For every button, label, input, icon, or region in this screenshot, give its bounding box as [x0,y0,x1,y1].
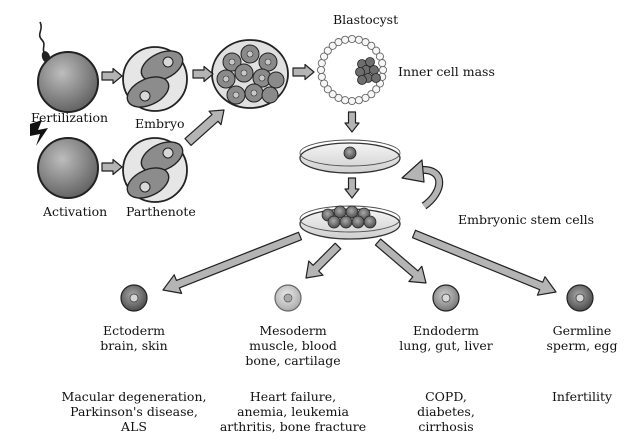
ectoderm-diseases: Macular degeneration, Parkinson's diseas… [61,389,207,434]
lightning-bolt-icon [30,120,48,146]
trophoblast-cell [341,96,350,105]
ectoderm-tissues: brain, skin [100,338,168,353]
trophoblast-cell [367,41,376,50]
blastocyst [316,34,388,106]
arrow-fertilization-to-embryo [101,67,123,85]
inner-cell-mass-cluster [355,57,381,85]
trophoblast-cell [320,52,329,61]
trophoblast-cell [323,46,332,55]
trophoblast-cell [341,35,350,44]
arrow-embryo-to-morula [192,65,214,83]
germline-tissues: sperm, egg [546,338,618,353]
trophoblast-cell [361,93,370,102]
parthenote-two-cell [122,137,188,203]
culture-dish-inner-cell-mass [299,139,401,174]
trophoblast-cell [375,52,384,61]
ectoderm-name: Ectoderm [103,323,165,338]
label-embryo: Embryo [135,116,185,131]
trophoblast-cell [354,96,363,105]
trophoblast-cell [372,85,381,94]
mesoderm-name: Mesoderm [259,323,327,338]
arrow-dish-to-dish [344,177,360,199]
trophoblast-cell [378,65,388,75]
arrow-parthenote-to-morula [184,109,225,146]
embryo-two-cell [122,46,188,112]
self-renewal-arrow [401,159,444,210]
trophoblast-cell [347,34,357,44]
endoderm-name: Endoderm [413,323,479,338]
arrow-to-germline [411,229,557,296]
mesoderm-diseases: Heart failure, anemia, leukemia arthriti… [219,389,367,434]
arrow-to-ectoderm [162,231,303,294]
trophoblast-cell [347,96,357,106]
activated-egg [37,137,99,199]
culture-dish-stem-cells [299,205,401,240]
trophoblast-cell [367,90,376,99]
trophoblast-cell [317,72,326,81]
arrow-to-mesoderm [305,242,342,279]
trophoblast-cell [378,59,387,68]
trophoblast-cell [354,35,363,44]
trophoblast-cell [334,38,343,47]
mesoderm-cell [274,284,302,312]
morula [211,39,289,109]
arrow-activation-to-parthenote [101,158,123,176]
arrows [101,63,557,296]
trophoblast-cell [323,85,332,94]
germline-diseases: Infertility [551,389,613,404]
fertilized-egg [37,51,99,113]
endoderm-cell [432,284,460,312]
trophoblast-cell [320,79,329,88]
label-activation: Activation [43,204,108,219]
trophoblast-cell [316,65,326,75]
label-parthenote: Parthenote [126,204,196,219]
germline-cell [566,284,594,312]
label-embryonic-stem-cells: Embryonic stem cells [458,212,595,227]
endoderm-diseases: COPD, diabetes, cirrhosis [417,389,475,434]
arrow-to-endoderm [374,238,427,284]
label-fertilization: Fertilization [31,110,109,125]
trophoblast-cell [372,46,381,55]
ectoderm-cell [120,284,148,312]
trophoblast-cell [334,93,343,102]
germline-name: Germline [552,323,612,338]
trophoblast-cell [317,59,326,68]
arrow-blastocyst-to-dish [344,111,360,133]
trophoblast-cell [328,41,337,50]
arrow-morula-to-blastocyst [292,63,315,81]
trophoblast-cell [361,38,370,47]
endoderm-tissues: lung, gut, liver [399,338,493,353]
label-blastocyst: Blastocyst [333,12,399,27]
label-inner-cell-mass: Inner cell mass [398,64,495,79]
trophoblast-cell [328,90,337,99]
mesoderm-tissues: muscle, blood bone, cartilage [245,338,341,368]
